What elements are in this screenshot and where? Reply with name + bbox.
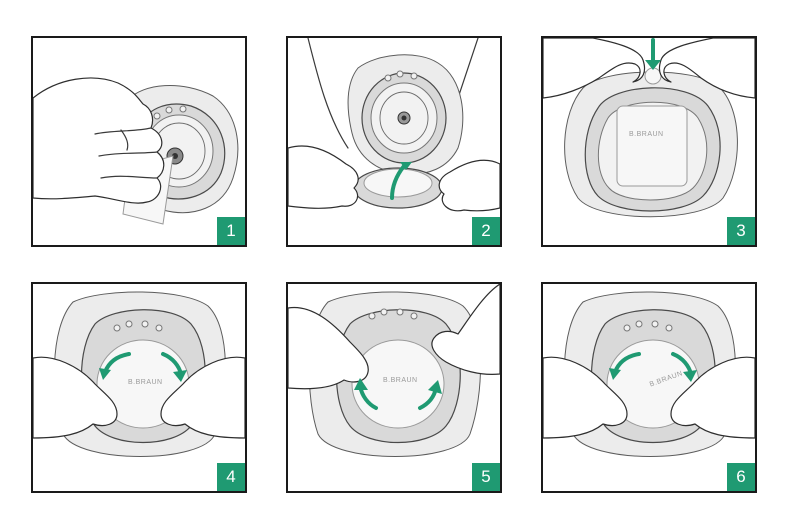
step-6-illustration: B.BRAUN (543, 291, 755, 457)
step-number: 2 (481, 221, 491, 240)
step-5-panel: B.BRAUN 5 (286, 282, 502, 493)
step-number-badge: 4 (217, 463, 245, 491)
step-number: 1 (226, 221, 236, 240)
step-2-illustration (288, 38, 500, 212)
step-number-badge: 6 (727, 463, 755, 491)
brand-mark: B.BRAUN (128, 379, 163, 386)
step-number-badge: 5 (472, 463, 500, 491)
step-6-panel: B.BRAUN 6 (541, 282, 757, 493)
step-3-panel: B.BRAUN 3 (541, 36, 757, 247)
step-2-panel: 2 (286, 36, 502, 247)
step-5-illustration: B.BRAUN (288, 284, 500, 457)
step-number: 5 (481, 467, 491, 486)
brand-mark: B.BRAUN (629, 131, 664, 138)
step-1-illustration (33, 77, 239, 225)
brand-mark: B.BRAUN (383, 377, 418, 384)
step-number: 4 (226, 467, 236, 486)
step-4-illustration: B.BRAUN (33, 291, 245, 457)
step-number-badge: 1 (217, 217, 245, 245)
peel-up-arrow (390, 164, 406, 200)
step-number-badge: 2 (472, 217, 500, 245)
step-1-panel: 1 (31, 36, 247, 247)
step-4-panel: B.BRAUN 4 (31, 282, 247, 493)
step-number: 6 (736, 467, 746, 486)
step-3-illustration: B.BRAUN (543, 38, 755, 218)
step-number-badge: 3 (727, 217, 755, 245)
step-number: 3 (736, 221, 746, 240)
